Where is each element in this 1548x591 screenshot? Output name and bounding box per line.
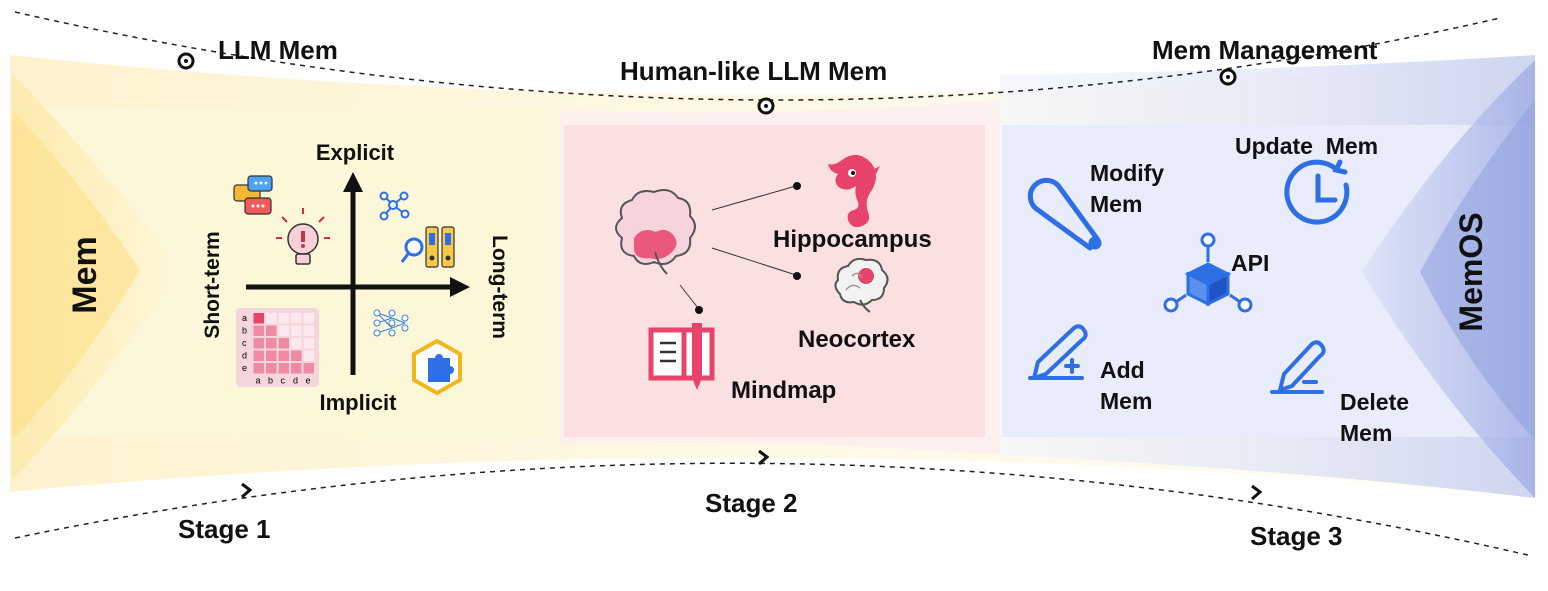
search-binders-icon xyxy=(400,226,455,268)
axis-label-implicit: Implicit xyxy=(319,390,397,415)
label-add-line2: Mem xyxy=(1100,388,1152,414)
connector-neocortex xyxy=(711,247,797,276)
matrix-row-label: d xyxy=(242,351,247,361)
axis-label-long-term: Long-term xyxy=(488,235,511,339)
timeline-node-llm-mem xyxy=(177,52,195,70)
label-mem-management: Mem Management xyxy=(1152,35,1378,65)
arrow-stage2 xyxy=(758,449,770,466)
matrix-cell xyxy=(266,325,277,336)
brain-icon xyxy=(615,189,696,275)
matrix-col-label: d xyxy=(293,376,298,386)
matrix-cell xyxy=(278,350,289,361)
matrix-cell xyxy=(278,363,289,374)
matrix-cell xyxy=(266,313,277,324)
matrix-row-label: b xyxy=(242,326,247,336)
mindmap-notebook-icon xyxy=(648,323,715,390)
matrix-cell xyxy=(278,313,289,324)
matrix-cell xyxy=(253,350,264,361)
arrow-stage1 xyxy=(241,482,253,499)
label-update-mem: Update Mem xyxy=(1235,133,1378,159)
matrix-cell xyxy=(303,313,314,324)
label-delete-line2: Mem xyxy=(1340,420,1392,446)
connector-hippocampus xyxy=(711,185,797,211)
memos-title: MemOS xyxy=(1453,212,1489,331)
matrix-cell xyxy=(291,313,302,324)
neural-network-icon xyxy=(373,309,409,337)
matrix-cell xyxy=(303,350,314,361)
stage2-panel xyxy=(564,125,985,437)
matrix-col-label: c xyxy=(281,376,286,386)
matrix-cell xyxy=(253,363,264,374)
label-api: API xyxy=(1231,250,1269,276)
matrix-row-label: e xyxy=(242,363,247,373)
matrix-cell xyxy=(266,350,277,361)
matrix-cell xyxy=(278,325,289,336)
chat-bubbles-icon xyxy=(233,175,273,215)
quadrant-axes xyxy=(246,172,470,375)
matrix-cell xyxy=(303,338,314,349)
matrix-col-label: a xyxy=(256,376,261,386)
clock-refresh-icon xyxy=(1284,159,1350,225)
connector-mindmap xyxy=(679,284,699,309)
matrix-row-label: c xyxy=(242,338,247,348)
matrix-col-label: e xyxy=(306,376,311,386)
label-hippocampus: Hippocampus xyxy=(773,226,932,253)
mem-chevron-inner xyxy=(12,110,140,440)
label-modify-line1: Modify xyxy=(1090,160,1164,186)
timeline-node-human-like xyxy=(757,97,775,115)
bottom-timeline xyxy=(14,462,1533,557)
matrix-cell xyxy=(266,363,277,374)
label-stage3: Stage 3 xyxy=(1250,521,1343,551)
matrix-cell xyxy=(291,338,302,349)
label-stage2: Stage 2 xyxy=(705,488,798,518)
label-add-line1: Add xyxy=(1100,357,1145,383)
matrix-row-label: a xyxy=(242,313,247,323)
matrix-cell xyxy=(291,350,302,361)
label-stage1: Stage 1 xyxy=(178,514,271,544)
matrix-cell xyxy=(253,325,264,336)
timeline-node-mem-management xyxy=(1219,68,1237,86)
api-cube-icon xyxy=(1163,232,1253,313)
axis-label-explicit: Explicit xyxy=(316,140,395,165)
wrench-icon xyxy=(1027,177,1102,251)
puzzle-hexagon-icon xyxy=(412,338,462,396)
arrow-stage3 xyxy=(1251,484,1263,501)
matrix-cell xyxy=(303,325,314,336)
label-mindmap: Mindmap xyxy=(731,377,836,404)
delete-pen-icon xyxy=(1270,340,1326,394)
label-delete-line1: Delete xyxy=(1340,389,1409,415)
seahorse-icon xyxy=(828,154,880,228)
mem-title: Mem xyxy=(66,236,104,313)
add-pen-icon xyxy=(1028,324,1088,380)
label-llm-mem: LLM Mem xyxy=(218,35,338,65)
matrix-cell xyxy=(303,363,314,374)
matrix-cell xyxy=(291,325,302,336)
label-neocortex: Neocortex xyxy=(798,326,916,353)
matrix-cell xyxy=(266,338,277,349)
neocortex-icon xyxy=(834,257,889,313)
axis-label-short-term: Short-term xyxy=(201,231,224,338)
label-modify-line2: Mem xyxy=(1090,191,1142,217)
network-graph-icon xyxy=(379,191,410,221)
label-human-like-llm-mem: Human-like LLM Mem xyxy=(620,56,887,86)
matrix-cell xyxy=(253,313,264,324)
top-timeline xyxy=(14,11,1501,101)
matrix-cell xyxy=(291,363,302,374)
matrix-col-label: b xyxy=(268,376,273,386)
matrix-cell xyxy=(253,338,264,349)
memos-chevron-inner xyxy=(1420,100,1535,440)
lightbulb-icon xyxy=(276,208,330,265)
matrix-cell xyxy=(278,338,289,349)
